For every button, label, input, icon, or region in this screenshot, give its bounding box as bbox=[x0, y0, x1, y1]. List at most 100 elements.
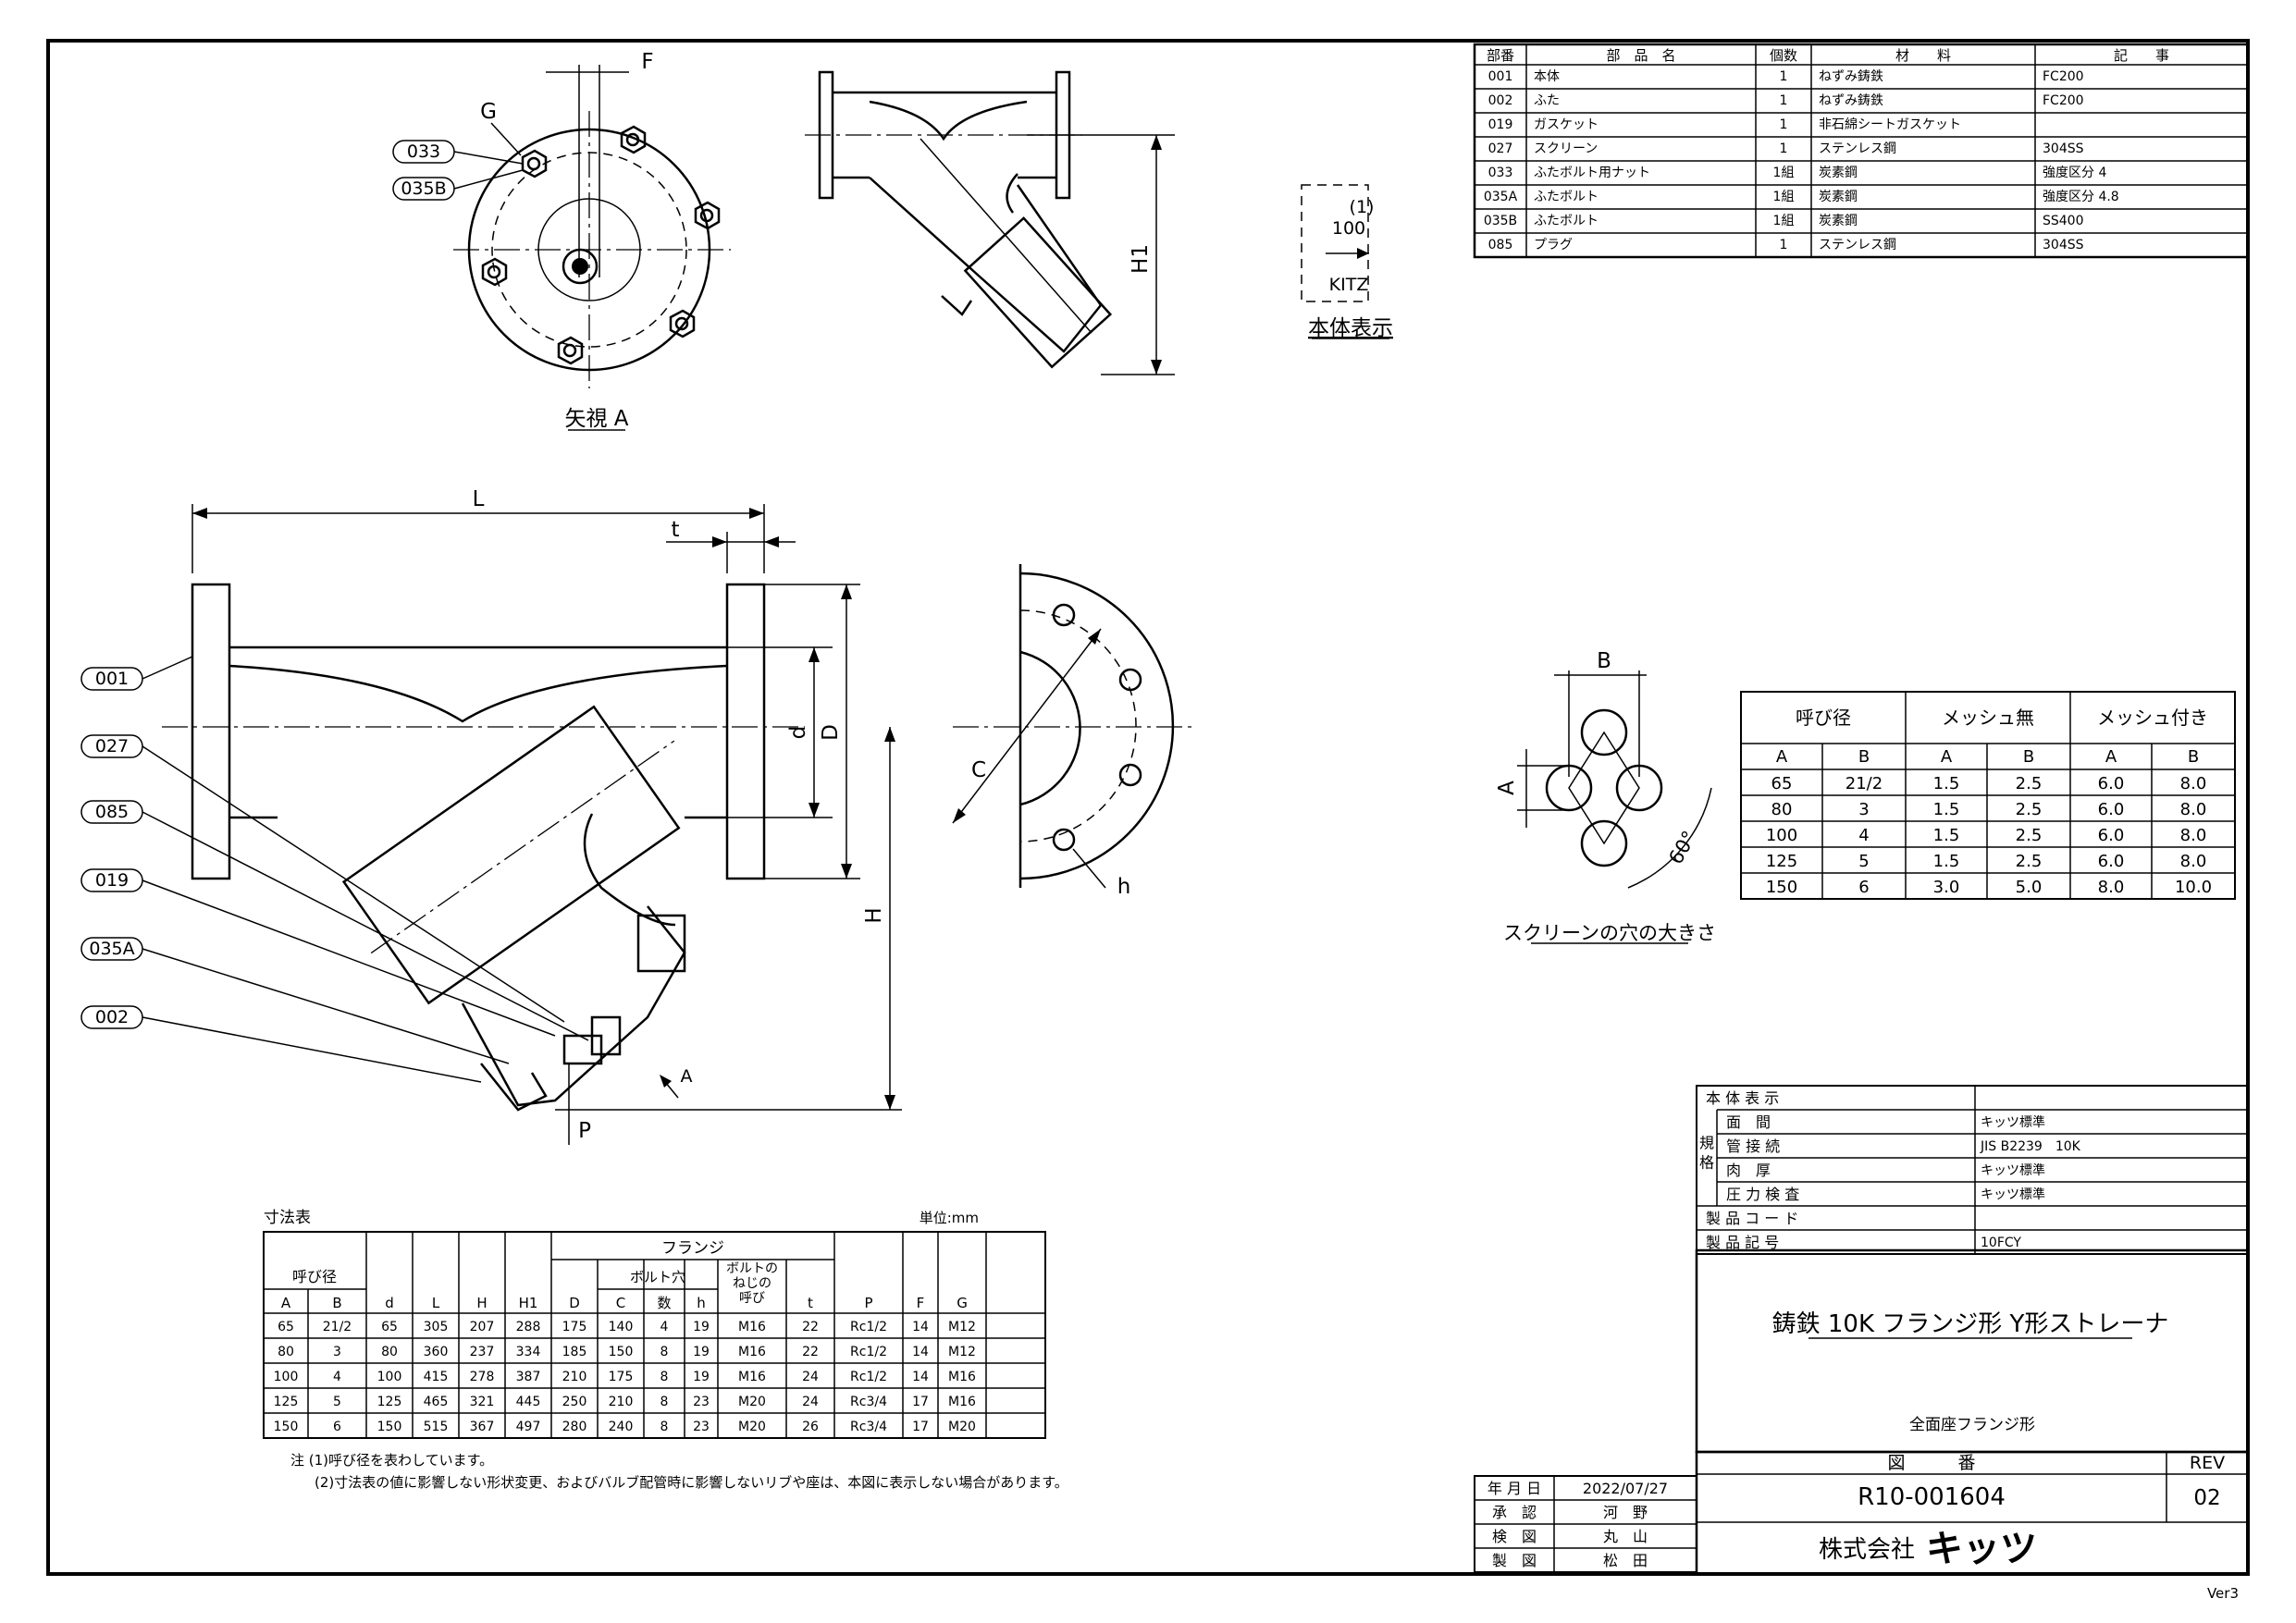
mesh-cell: 2.5 bbox=[2016, 826, 2043, 845]
dimension-cell: 175 bbox=[609, 1370, 634, 1384]
dimension-cell: 288 bbox=[516, 1320, 541, 1334]
sign-value: 丸 山 bbox=[1603, 1528, 1648, 1545]
callout-035a: 035A bbox=[89, 939, 134, 959]
dimension-column-header: P bbox=[864, 1295, 872, 1311]
parts-header-cell: 部番 bbox=[1487, 47, 1514, 64]
spec-label: 肉 厚 bbox=[1726, 1162, 1771, 1179]
parts-cell: FC200 bbox=[2043, 69, 2084, 84]
nominal-header: 呼び径 bbox=[292, 1268, 337, 1285]
parts-cell: ねずみ鋳鉄 bbox=[1819, 68, 1883, 84]
dimension-cell: 14 bbox=[912, 1370, 929, 1384]
dimension-cell: 100 bbox=[377, 1370, 402, 1384]
mesh-cell: 10.0 bbox=[2175, 878, 2212, 897]
dimension-cell: 465 bbox=[424, 1395, 449, 1409]
mesh-cell: 6.0 bbox=[2098, 774, 2125, 793]
body-marking-brand: KITZ bbox=[1329, 275, 1369, 295]
dimension-cell: 14 bbox=[912, 1345, 929, 1359]
dim-d-small: d bbox=[786, 726, 810, 740]
dimension-cell: 175 bbox=[562, 1320, 587, 1334]
parts-cell: 炭素鋼 bbox=[1819, 214, 1858, 228]
dimension-cell: Rc1/2 bbox=[850, 1370, 887, 1384]
dimension-cell: M16 bbox=[738, 1370, 766, 1384]
parts-header-cell: 個数 bbox=[1770, 47, 1797, 64]
dimension-cell: 515 bbox=[424, 1420, 449, 1434]
mesh-cell: 125 bbox=[1766, 852, 1797, 871]
mesh-cell: 8.0 bbox=[2098, 878, 2125, 897]
mesh-sub-header: B bbox=[1858, 747, 1870, 767]
mesh-cell: 1.5 bbox=[1933, 826, 1960, 845]
drawing-subtitle: 全面座フランジ形 bbox=[1909, 1416, 2035, 1434]
spec-side-label: 規 bbox=[1699, 1135, 1714, 1152]
dimension-cell: 14 bbox=[912, 1320, 929, 1334]
dimension-cell: M16 bbox=[948, 1395, 976, 1409]
dimension-cell: 240 bbox=[609, 1420, 634, 1434]
dimension-cell: 150 bbox=[609, 1345, 634, 1359]
dimension-cell: 445 bbox=[516, 1395, 541, 1409]
body-marking-note: (1) bbox=[1350, 197, 1375, 217]
dim-f: F bbox=[641, 50, 653, 74]
callout-002: 002 bbox=[95, 1007, 129, 1027]
parts-cell: ガスケット bbox=[1534, 117, 1599, 132]
dimension-cell: 415 bbox=[424, 1370, 449, 1384]
spec-value: キッツ標準 bbox=[1981, 1187, 2045, 1202]
dimension-cell: M20 bbox=[738, 1395, 766, 1409]
dimension-note-1: 注 (1)呼び径を表わしています。 bbox=[290, 1452, 493, 1469]
dimension-cell: Rc3/4 bbox=[850, 1395, 887, 1409]
drawing-frame bbox=[46, 39, 2250, 1576]
dimension-cell: 8 bbox=[660, 1395, 669, 1409]
parts-header-cell: 材 料 bbox=[1895, 47, 1951, 64]
dimension-cell: 250 bbox=[562, 1395, 587, 1409]
mesh-cell: 3 bbox=[1858, 800, 1869, 819]
parts-cell: ふたボルト bbox=[1534, 214, 1599, 228]
drawing-number-label: 図 番 bbox=[1887, 1453, 1975, 1473]
spec-label: 面 間 bbox=[1726, 1113, 1771, 1131]
dimension-cell: 6 bbox=[333, 1420, 341, 1434]
main-side-view: L t d D H P A bbox=[80, 487, 902, 1145]
dimension-cell: 65 bbox=[381, 1320, 398, 1334]
sign-value: 松 田 bbox=[1603, 1552, 1648, 1569]
parts-cell: スクリーン bbox=[1534, 141, 1598, 156]
mesh-cell: 1.5 bbox=[1933, 800, 1960, 819]
view-a-caption: 矢視 A bbox=[564, 407, 628, 431]
company-brand-logo: キッツ bbox=[1926, 1528, 2037, 1570]
dimension-table-unit: 単位:mm bbox=[920, 1210, 979, 1226]
sign-label: 検 図 bbox=[1492, 1528, 1537, 1545]
dimension-cell: M20 bbox=[738, 1420, 766, 1434]
company-name: 株式会社 bbox=[1819, 1536, 1915, 1564]
spec-label: 本 体 表 示 bbox=[1706, 1089, 1779, 1107]
dimension-cell: 17 bbox=[912, 1395, 929, 1409]
dimension-cell: 367 bbox=[470, 1420, 495, 1434]
dimension-column-header: t bbox=[808, 1295, 813, 1311]
dimension-cell: 4 bbox=[333, 1370, 341, 1384]
drawing-title: 鋳鉄 10K フランジ形 Y形ストレーナ bbox=[1772, 1310, 2169, 1338]
dimension-column-header: F bbox=[917, 1295, 925, 1311]
parts-cell: ステンレス鋼 bbox=[1819, 238, 1896, 252]
arrow-a-label: A bbox=[681, 1066, 693, 1087]
spec-value: キッツ標準 bbox=[1981, 1115, 2045, 1130]
mesh-sub-header: B bbox=[2023, 747, 2034, 767]
screen-dim-a: A bbox=[1495, 781, 1519, 795]
dimension-cell: M16 bbox=[738, 1320, 766, 1334]
dimension-cell: 497 bbox=[516, 1420, 541, 1434]
half-flange-view: C h bbox=[952, 564, 1193, 899]
parts-cell: 1組 bbox=[1773, 166, 1795, 180]
dimension-cell: 24 bbox=[802, 1370, 819, 1384]
mesh-cell: 8.0 bbox=[2180, 826, 2207, 845]
sign-label: 承 認 bbox=[1492, 1504, 1537, 1521]
view-a: F G 033 035B 矢視 A bbox=[392, 50, 731, 431]
mesh-group-header: メッシュ無 bbox=[1942, 707, 2034, 729]
dimension-cell: 23 bbox=[693, 1420, 710, 1434]
parts-cell: ふた bbox=[1534, 93, 1560, 108]
dimension-cell: 280 bbox=[562, 1420, 587, 1434]
sign-value: 2022/07/27 bbox=[1583, 1480, 1668, 1497]
mesh-cell: 6.0 bbox=[2098, 852, 2125, 871]
parts-cell: 1 bbox=[1780, 141, 1788, 156]
version-label: Ver3 bbox=[2207, 1585, 2239, 1602]
parts-cell: 1 bbox=[1780, 93, 1788, 108]
dimension-cell: 334 bbox=[516, 1345, 541, 1359]
